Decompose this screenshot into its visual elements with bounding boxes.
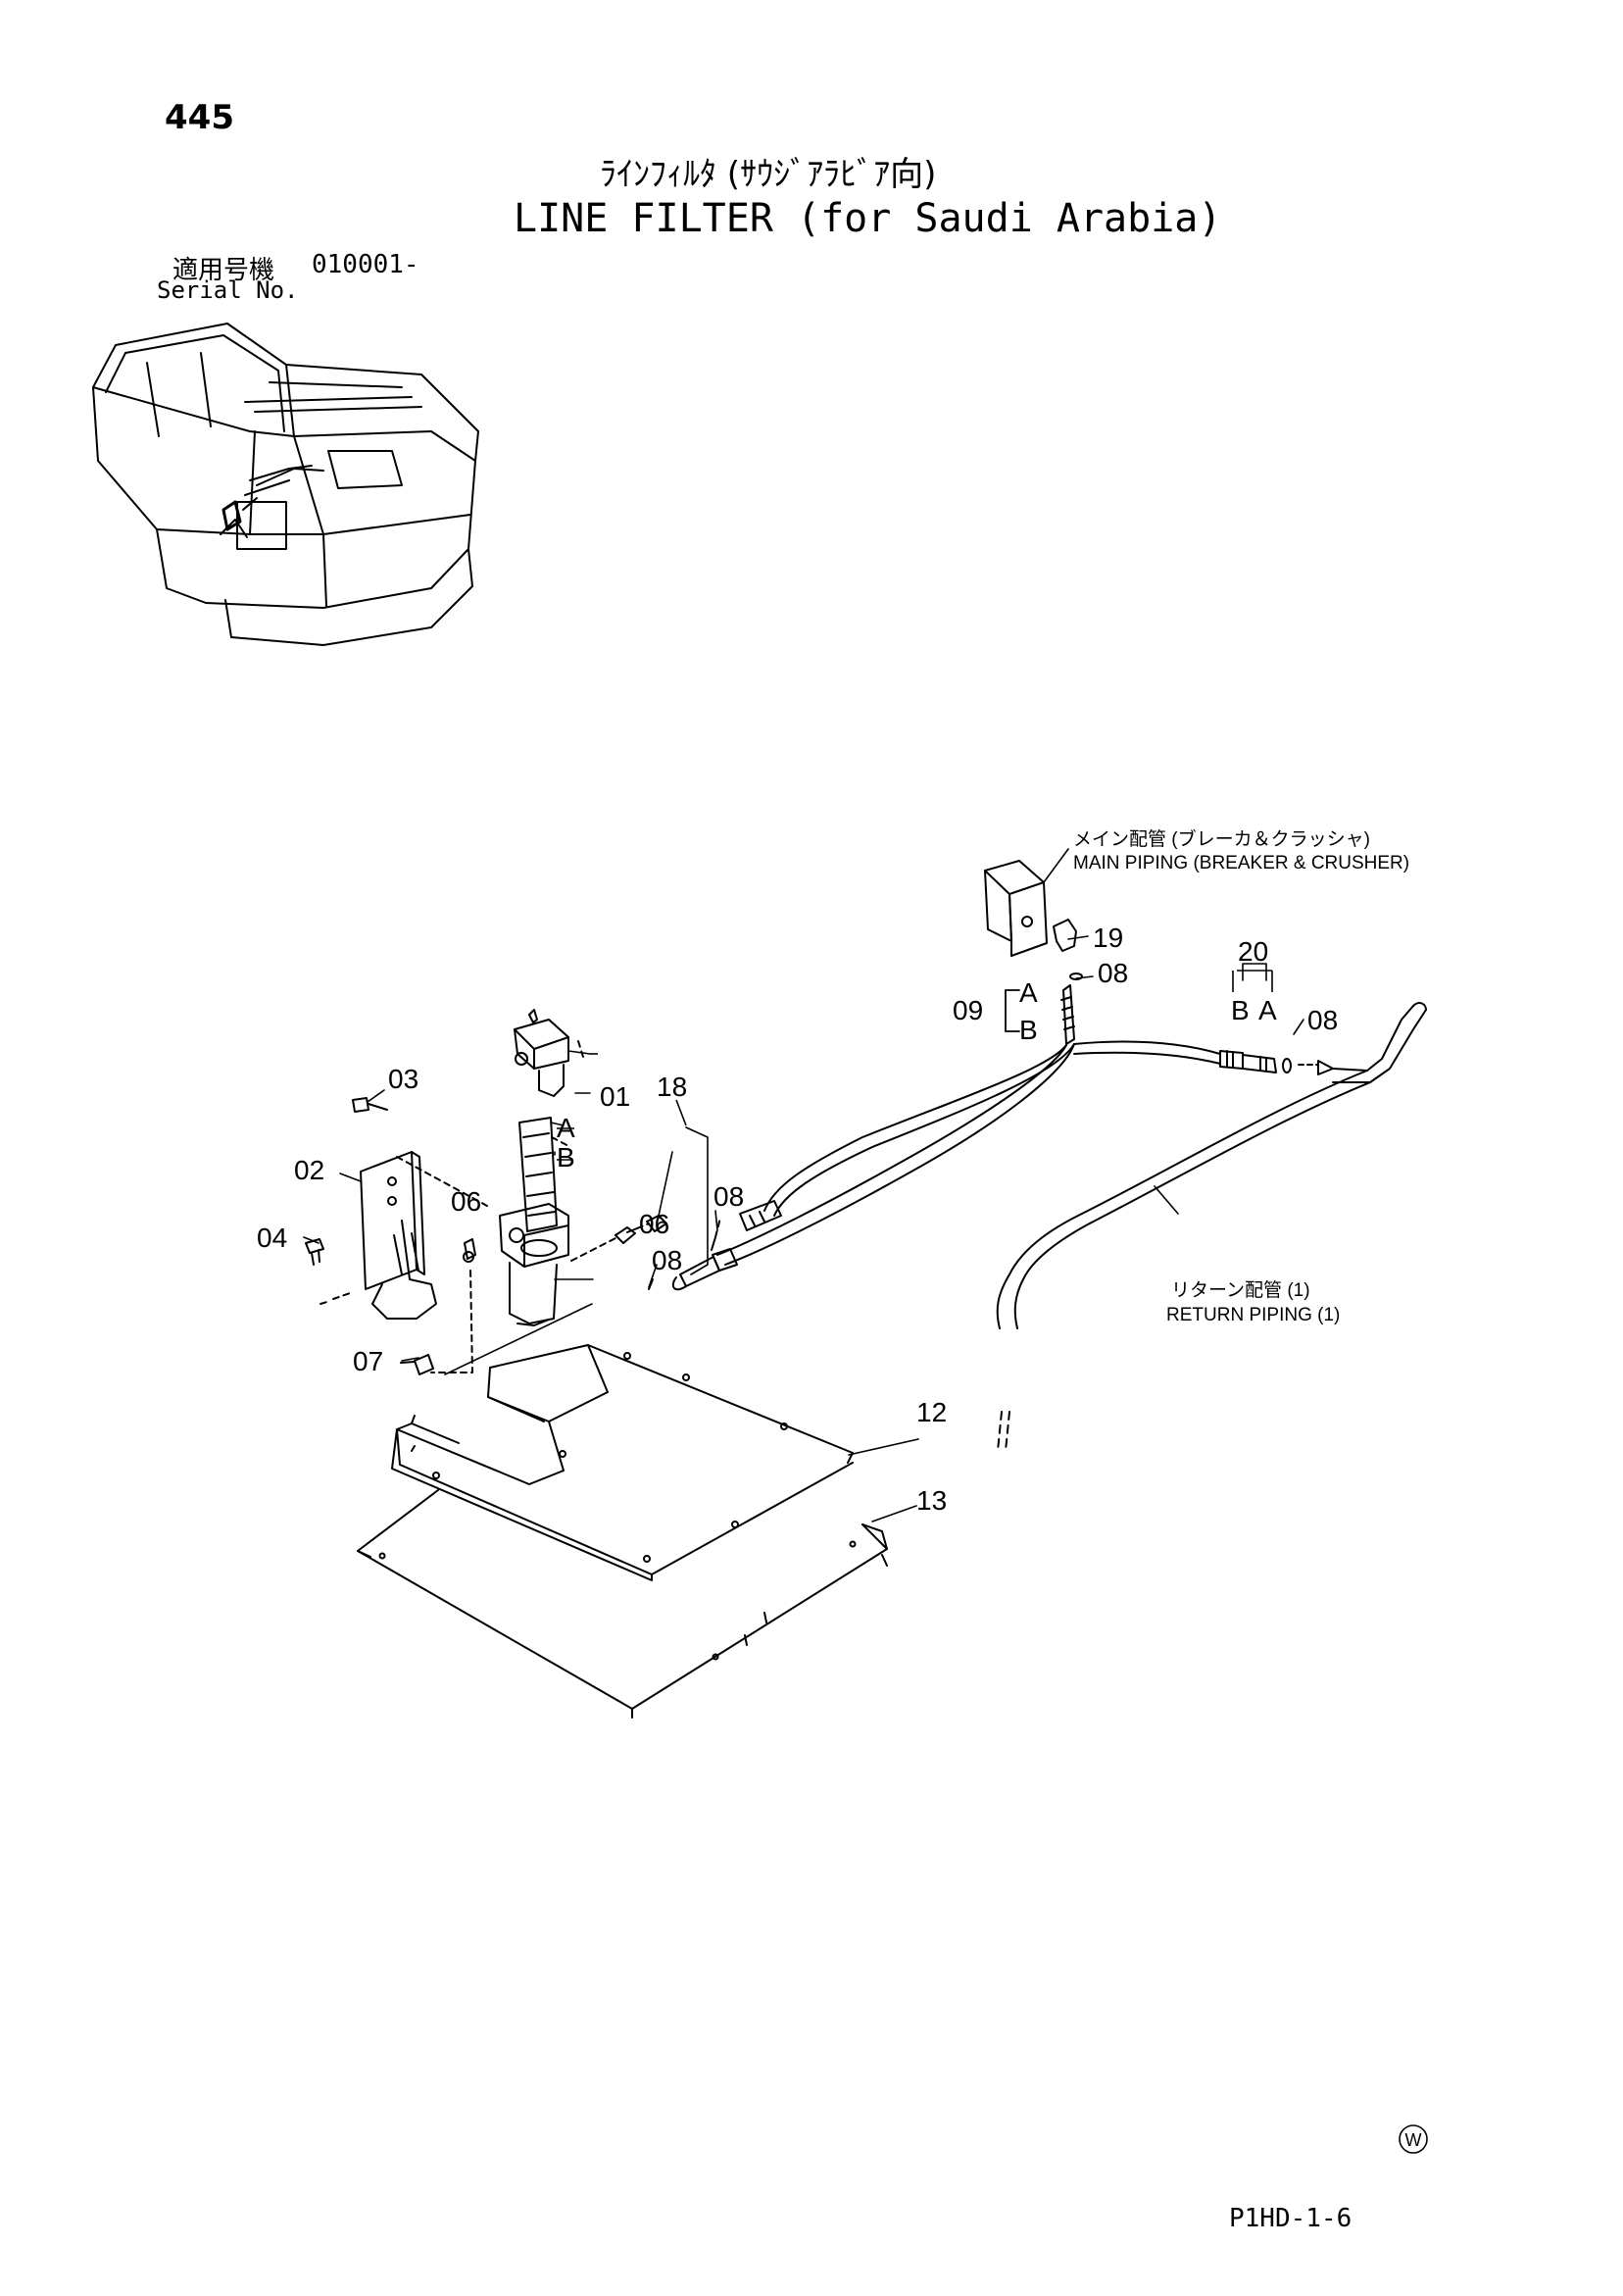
callout-08-block: 08 (1098, 958, 1128, 988)
manufacturer-mark-circle (1399, 2124, 1428, 2154)
callout-18: 18 (657, 1072, 687, 1102)
callout-06-right: 06 (639, 1209, 669, 1239)
callout-12: 12 (916, 1397, 947, 1427)
cover-plates (357, 1344, 888, 1719)
filter-bracket (320, 1151, 437, 1320)
callout-leaders (303, 848, 1304, 1522)
port-label-a-coupler: A (1258, 995, 1277, 1025)
serial-label: Serial No. (157, 276, 299, 304)
page-code: P1HD-1-6 (1229, 2204, 1352, 2233)
callout-07: 07 (353, 1346, 383, 1376)
callout-08-filter: 08 (652, 1245, 682, 1275)
callout-06-left: 06 (451, 1186, 481, 1217)
line-filter-assembly (499, 1009, 569, 1326)
page-number: 445 (165, 98, 234, 137)
port-label-b-filter: B (557, 1142, 575, 1173)
main-piping-label-japanese: メイン配管 (ブレーカ＆クラッシャ) (1073, 827, 1370, 850)
return-piping-label-japanese: リターン配管 (1) (1171, 1279, 1310, 1301)
page-title: LINE FILTER (for Saudi Arabia) (514, 196, 1222, 241)
port-label-b-coupler: B (1231, 995, 1250, 1025)
manufacturer-mark: W (1405, 2130, 1422, 2150)
port-label-a-hose: A (1019, 977, 1038, 1008)
serial-label-japanese: 適用号機 (172, 256, 275, 285)
callout-08-hose: 08 (713, 1181, 744, 1212)
callout-09: 09 (953, 995, 983, 1025)
return-piping-label: RETURN PIPING (1) (1166, 1305, 1340, 1325)
page-title-japanese: ﾗｲﾝﾌｨﾙﾀ (ｻｳｼﾞｱﾗﾋﾞｱ向) (600, 155, 937, 194)
bolt-03 (352, 1097, 388, 1113)
callout-19: 19 (1093, 923, 1123, 953)
main-piping-block (984, 860, 1083, 980)
fittings (400, 1215, 716, 1375)
callout-04: 04 (257, 1223, 287, 1253)
serial-number-value: 010001- (312, 250, 419, 279)
machine-overview-illustration (92, 323, 479, 646)
return-piping (996, 1002, 1427, 1452)
callout-02: 02 (294, 1155, 324, 1185)
callout-20: 20 (1238, 936, 1268, 967)
callout-bracket-09 (1005, 989, 1020, 1032)
callout-03: 03 (388, 1064, 418, 1094)
bolt-04 (305, 1238, 324, 1266)
port-label-b-hose: B (1019, 1015, 1038, 1045)
callout-01: 01 (600, 1081, 630, 1112)
callout-13: 13 (916, 1485, 947, 1516)
hoses (671, 984, 1334, 1291)
callout-08-return: 08 (1307, 1005, 1338, 1035)
main-piping-label: MAIN PIPING (BREAKER & CRUSHER) (1073, 853, 1409, 873)
